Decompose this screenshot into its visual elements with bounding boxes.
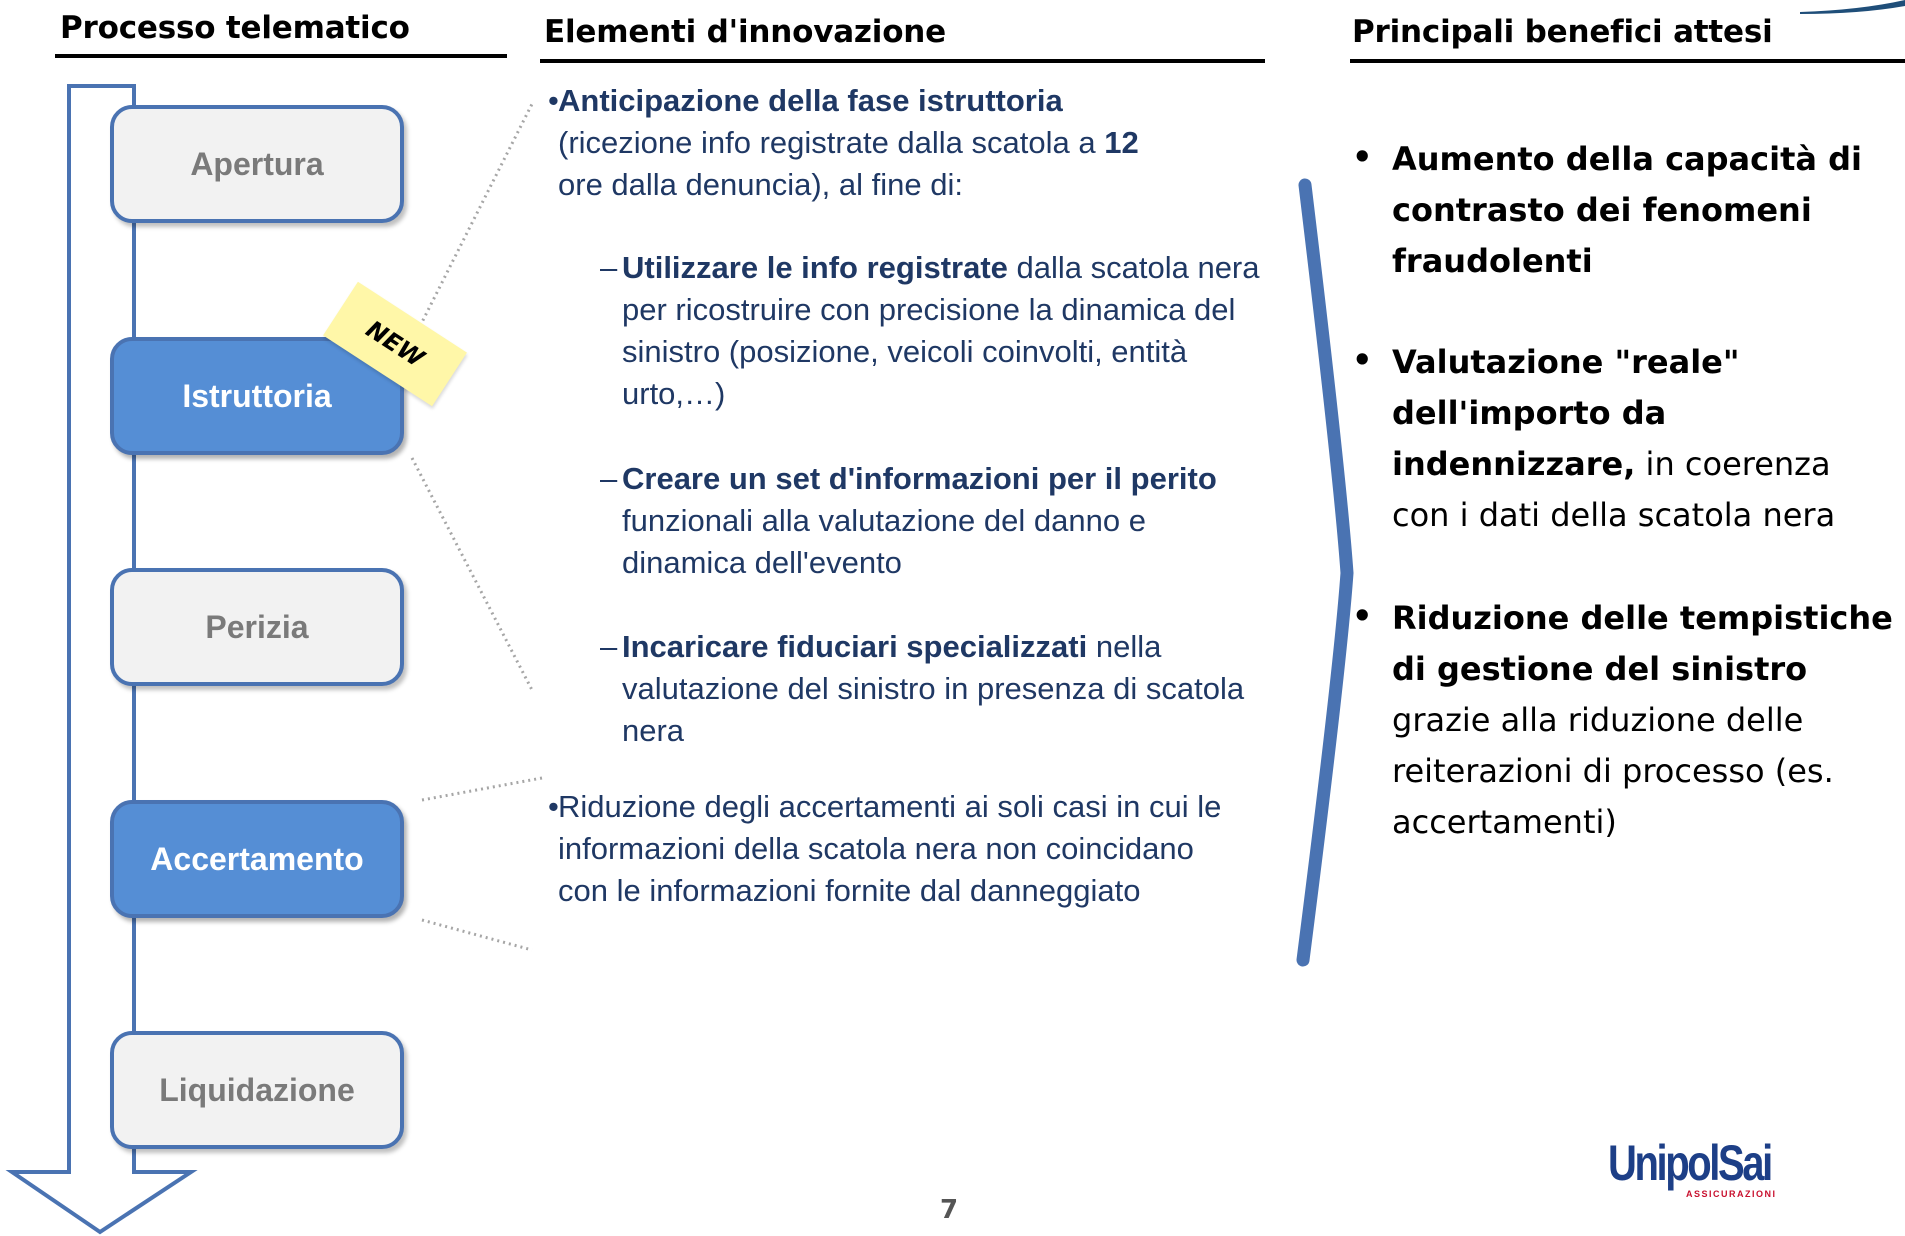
bullet-dot: •: [1352, 138, 1373, 176]
unipolsai-logo: UnipolSai ASSICURAZIONI: [1608, 1138, 1808, 1208]
benefits-title-rule: [1350, 59, 1905, 63]
benefit-2-bold: Valutazione "reale" dell'importo da inde…: [1392, 343, 1740, 483]
innovation-sub-3-text: nella valutazione del sinistro in presen…: [622, 629, 1245, 748]
process-column-title: Processo telematico: [60, 10, 410, 46]
benefit-3: • Riduzione delle tempistiche di gestion…: [1352, 593, 1905, 848]
innovation-bullet-1-text1: (ricezione info registrate dalla scatola…: [558, 125, 1105, 160]
step-perizia-label: Perizia: [205, 608, 309, 645]
innovation-title-rule: [540, 59, 1265, 63]
innovation-sub-3-bold: Incaricare fiduciari specializzati: [622, 629, 1088, 664]
step-accertamento: Accertamento: [110, 800, 404, 918]
innovation-bullet-1: • Anticipazione della fase istruttoria (…: [548, 80, 1258, 206]
process-title-rule: [55, 54, 507, 58]
connector-dotted-lines: [410, 103, 543, 952]
innovation-sub-1: – Utilizzare le info registrate dalla sc…: [600, 247, 1262, 415]
benefit-3-bold: Riduzione delle tempistiche di gestione …: [1392, 599, 1893, 688]
innovation-sub-1-text: dalla scatola nera per ricostruire con p…: [622, 250, 1260, 411]
innovation-bullet-2-text: Riduzione degli accertamenti ai soli cas…: [558, 789, 1222, 908]
innovation-sub-2: – Creare un set d'informazioni per il pe…: [600, 458, 1222, 584]
innovation-sub-3: – Incaricare fiduciari specializzati nel…: [600, 626, 1252, 752]
bullet-dot: •: [548, 789, 559, 824]
unipolsai-logo-subtitle: ASSICURAZIONI: [1686, 1189, 1777, 1199]
step-apertura: Apertura: [110, 105, 404, 223]
innovation-bullet-1-bold: Anticipazione della fase istruttoria: [558, 83, 1063, 118]
process-flow-arrow: [5, 84, 198, 1235]
corner-swoosh-decoration: [1800, 0, 1905, 14]
sub-dash: –: [600, 629, 618, 664]
new-badge-label: NEW: [360, 315, 430, 373]
innovation-column-title: Elementi d'innovazione: [544, 14, 946, 50]
sub-dash: –: [600, 461, 618, 496]
page-number: 7: [940, 1195, 959, 1225]
innovation-sub-1-bold: Utilizzare le info registrate: [622, 250, 1008, 285]
step-liquidazione: Liquidazione: [110, 1031, 404, 1149]
benefits-bracket: [1296, 178, 1354, 967]
innovation-bullet-2: • Riduzione degli accertamenti ai soli c…: [548, 786, 1238, 912]
benefit-3-text: grazie alla riduzione delle reiterazioni…: [1392, 701, 1834, 841]
benefit-1: • Aumento della capacità di contrasto de…: [1352, 134, 1872, 287]
unipolsai-logo-wordmark: UnipolSai: [1608, 1135, 1773, 1191]
step-apertura-label: Apertura: [190, 145, 324, 182]
step-accertamento-label: Accertamento: [150, 840, 364, 877]
innovation-sub-2-text: funzionali alla valutazione del danno e …: [622, 503, 1146, 580]
innovation-sub-2-bold: Creare un set d'informazioni per il peri…: [622, 461, 1217, 496]
innovation-bullet-1-number: 12: [1104, 125, 1139, 160]
benefit-2-text: in coerenza con i dati della scatola ner…: [1392, 445, 1836, 534]
bullet-dot: •: [548, 83, 559, 118]
bullet-dot: •: [1352, 597, 1373, 635]
bullet-dot: •: [1352, 341, 1373, 379]
step-istruttoria-label: Istruttoria: [182, 377, 332, 414]
step-liquidazione-label: Liquidazione: [159, 1071, 355, 1108]
benefits-column-title: Principali benefici attesi: [1352, 14, 1773, 50]
sub-dash: –: [600, 250, 618, 285]
process-arrow-diagram: [5, 84, 543, 1235]
benefit-2: • Valutazione "reale" dell'importo da in…: [1352, 337, 1892, 541]
benefit-1-bold: Aumento della capacità di contrasto dei …: [1392, 140, 1862, 280]
step-perizia: Perizia: [110, 568, 404, 686]
innovation-bullet-1-text2: ore dalla denuncia), al fine di:: [558, 167, 963, 202]
